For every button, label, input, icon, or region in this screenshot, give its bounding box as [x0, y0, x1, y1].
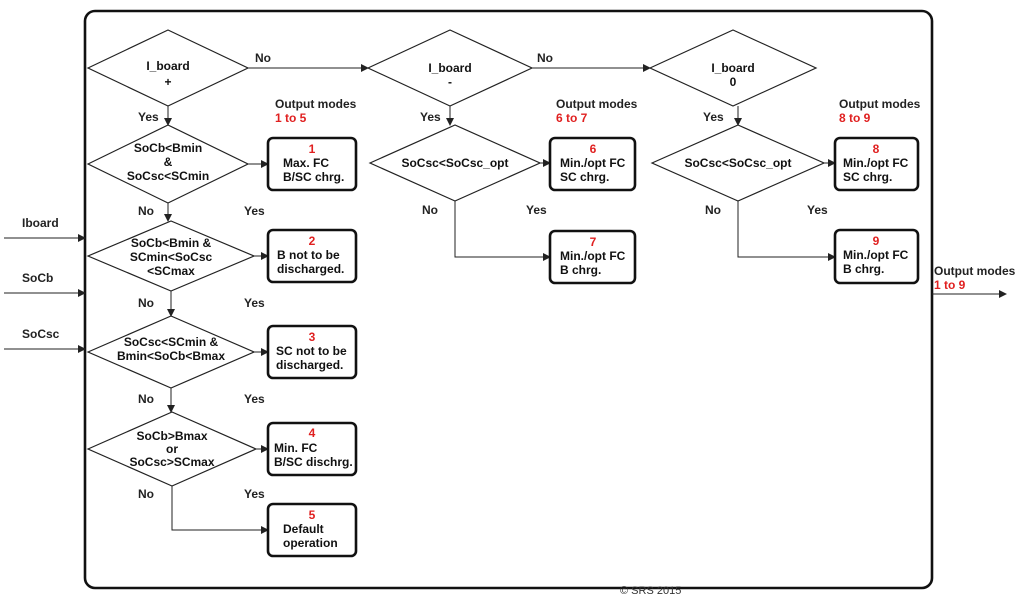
no-label: No	[138, 204, 154, 218]
no-label: No	[138, 296, 154, 310]
controller-frame	[83, 9, 934, 590]
mode-box-5	[266, 502, 358, 558]
decision-label: -	[448, 75, 452, 89]
mode-text: B chrg.	[843, 262, 884, 276]
mode-text: operation	[283, 536, 338, 550]
mode-text: Min. FC	[274, 441, 318, 455]
decision-label: SoCb>Bmax	[136, 429, 207, 443]
mode-text: Min./opt FC	[560, 156, 626, 170]
yes-label: Yes	[807, 203, 828, 217]
mode-box-1	[266, 136, 358, 192]
yes-label: Yes	[244, 204, 265, 218]
mode-box-9	[833, 228, 920, 285]
mode-box-3	[266, 324, 358, 380]
mode-text: SC chrg.	[843, 170, 892, 184]
mode-box-2	[266, 228, 358, 284]
decision-label: SoCsc<SCmin	[127, 169, 209, 183]
decision-label: &	[164, 155, 173, 169]
mode-text: discharged.	[277, 262, 344, 276]
output-modes-range: 1 to 5	[275, 111, 307, 125]
mode-number: 7	[590, 235, 597, 249]
yes-label: Yes	[244, 487, 265, 501]
output-modes-title: Output modes	[275, 97, 357, 111]
yes-label: Yes	[420, 110, 441, 124]
decision-label: SoCsc<SoCsc_opt	[401, 156, 508, 170]
mode-box-4	[266, 421, 358, 477]
decision-label: SoCb<Bmin &	[131, 236, 212, 250]
decision-iboard-zero	[648, 29, 818, 107]
yes-label: Yes	[138, 110, 159, 124]
mode-box-8	[833, 136, 920, 192]
mode-text: Min./opt FC	[843, 248, 909, 262]
yes-label: Yes	[244, 392, 265, 406]
decision-label: 0	[730, 75, 737, 89]
copyright: © SRS 2015	[620, 585, 681, 597]
decision-label: I_board	[146, 59, 189, 73]
decision-label: Bmin<SoCb<Bmax	[117, 349, 225, 363]
decision-label: SoCsc<SCmin &	[124, 335, 219, 349]
decision-label: SoCsc>SCmax	[129, 455, 214, 469]
mode-number: 3	[309, 330, 316, 344]
decision-label: SoCsc<SoCsc_opt	[684, 156, 791, 170]
mode-box-7	[548, 229, 637, 285]
mode-box-6	[548, 136, 637, 192]
mode-text: B/SC chrg.	[283, 170, 344, 184]
mode-number: 8	[873, 142, 880, 156]
mode-number: 6	[590, 142, 597, 156]
input-socsc: SoCsc	[22, 327, 60, 341]
output-modes-title: Output modes	[839, 97, 921, 111]
no-label: No	[537, 51, 553, 65]
final-output-range: 1 to 9	[934, 278, 966, 292]
final-output-title: Output modes	[934, 264, 1016, 278]
decision-label: SoCb<Bmin	[134, 141, 202, 155]
yes-label: Yes	[244, 296, 265, 310]
mode-text: discharged.	[276, 358, 343, 372]
mode-text: Min./opt FC	[843, 156, 909, 170]
no-label: No	[422, 203, 438, 217]
decision-label: <SCmax	[147, 264, 195, 278]
input-iboard: Iboard	[22, 216, 59, 230]
mode-number: 4	[309, 426, 316, 440]
mode-number: 5	[309, 508, 316, 522]
mode-text: Default	[283, 522, 324, 536]
mode-text: Max. FC	[283, 156, 329, 170]
mode-text: B chrg.	[560, 263, 601, 277]
decision-label: or	[166, 442, 178, 456]
mode-text: SC not to be	[276, 344, 347, 358]
output-modes-range: 6 to 7	[556, 111, 588, 125]
no-label: No	[138, 392, 154, 406]
no-label: No	[138, 487, 154, 501]
no-label: No	[705, 203, 721, 217]
no-label: No	[255, 51, 271, 65]
decision-label: I_board	[428, 61, 471, 75]
yes-label: Yes	[703, 110, 724, 124]
mode-text: SC chrg.	[560, 170, 609, 184]
decision-label: +	[164, 75, 171, 89]
output-modes-range: 8 to 9	[839, 111, 871, 125]
mode-number: 2	[309, 234, 316, 248]
yes-label: Yes	[526, 203, 547, 217]
mode-text: B not to be	[277, 248, 340, 262]
decision-label: I_board	[711, 61, 754, 75]
mode-text: B/SC dischrg.	[274, 455, 353, 469]
output-modes-title: Output modes	[556, 97, 638, 111]
decision-label: SCmin<SoCsc	[130, 250, 213, 264]
mode-number: 1	[309, 142, 316, 156]
mode-text: Min./opt FC	[560, 249, 626, 263]
mode-number: 9	[873, 234, 880, 248]
input-socb: SoCb	[22, 271, 53, 285]
